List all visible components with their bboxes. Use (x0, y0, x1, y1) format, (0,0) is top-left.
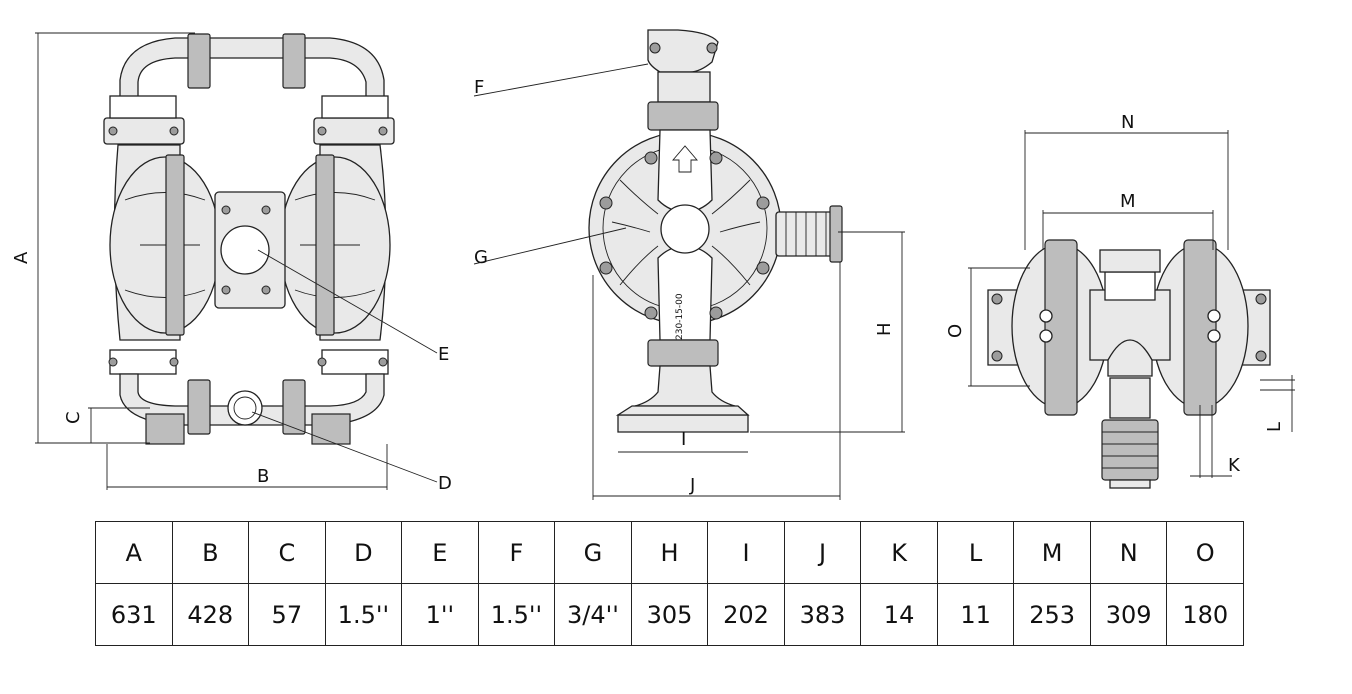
table-header-cell: O (1166, 521, 1244, 584)
table-value-cell: 202 (707, 583, 785, 646)
table-value-cell: 14 (860, 583, 938, 646)
table-value-cell: 305 (630, 583, 709, 646)
label-F: F (474, 77, 484, 98)
label-N: N (1121, 112, 1134, 133)
table-header-row: A B C D E F G H I J K L M N O (95, 521, 1244, 584)
stamp-text: 230-15-00 (675, 293, 685, 340)
pump-dimension-drawing: A C B E D 230-15-00 (11, 29, 1295, 500)
table-value-cell: 428 (171, 583, 250, 646)
side-view: 230-15-00 (588, 29, 843, 433)
label-B: B (257, 466, 269, 487)
label-K: K (1228, 455, 1241, 476)
label-G: G (474, 247, 488, 268)
table-value-row: 631 428 57 1.5'' 1'' 1.5'' 3/4'' 305 202… (95, 583, 1244, 646)
label-D: D (438, 473, 452, 494)
table-header-cell: E (401, 521, 479, 584)
table-value-cell: 180 (1166, 583, 1244, 646)
table-header-cell: L (936, 521, 1015, 584)
table-value-cell: 309 (1089, 583, 1168, 646)
label-I: I (681, 429, 686, 450)
label-O: O (945, 324, 966, 338)
table-header-cell: G (554, 521, 632, 584)
table-value-cell: 1'' (401, 583, 479, 646)
label-C: C (63, 411, 84, 424)
table-header-cell: F (477, 521, 556, 584)
table-value-cell: 1.5'' (324, 583, 403, 646)
side-dimensions (473, 63, 905, 500)
label-M: M (1120, 191, 1136, 212)
table-header-cell: K (860, 521, 938, 584)
table-value-cell: 3/4'' (554, 583, 632, 646)
top-view (987, 239, 1271, 489)
label-L: L (1264, 422, 1285, 432)
table-header-cell: B (171, 521, 250, 584)
front-view (103, 33, 395, 445)
table-header-cell: A (95, 521, 173, 584)
table-value-cell: 383 (783, 583, 862, 646)
top-dimensions (968, 130, 1295, 478)
table-header-cell: N (1089, 521, 1168, 584)
table-header-cell: I (707, 521, 785, 584)
label-J: J (689, 475, 695, 496)
label-H: H (874, 322, 895, 336)
table-header-cell: C (248, 521, 326, 584)
dimension-table: A B C D E F G H I J K L M N O 631 428 57… (95, 521, 1244, 646)
table-header-cell: D (324, 521, 403, 584)
table-value-cell: 253 (1013, 583, 1091, 646)
table-header-cell: H (630, 521, 709, 584)
table-value-cell: 631 (95, 583, 173, 646)
table-value-cell: 11 (936, 583, 1015, 646)
table-value-cell: 57 (248, 583, 326, 646)
table-value-cell: 1.5'' (477, 583, 556, 646)
table-header-cell: M (1013, 521, 1091, 584)
front-dimensions (35, 32, 438, 490)
table-header-cell: J (783, 521, 862, 584)
label-E: E (438, 344, 449, 365)
label-A: A (11, 251, 32, 264)
